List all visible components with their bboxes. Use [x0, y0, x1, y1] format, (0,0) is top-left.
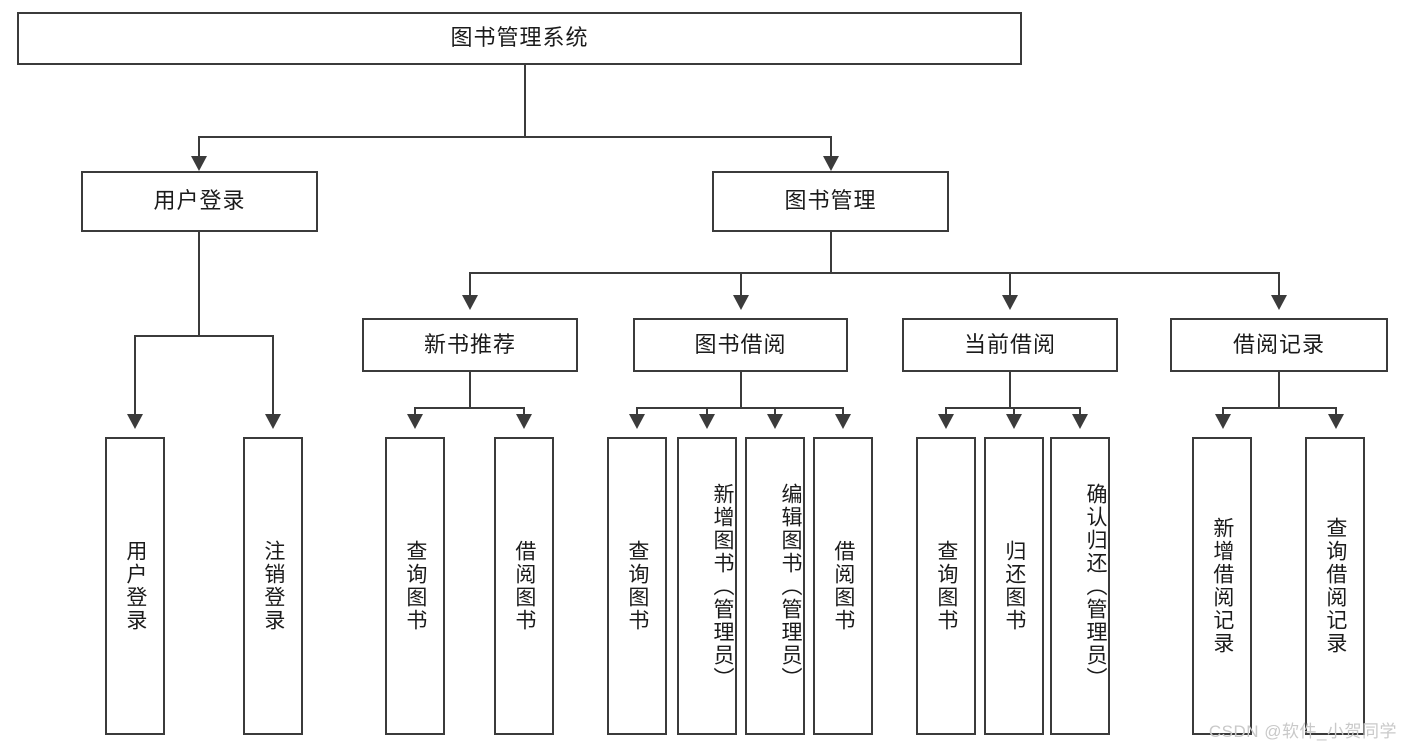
arrow-to-new-book-rec [462, 295, 478, 310]
edge-book-manage-to-current [1009, 272, 1011, 297]
node-leaf-confirm-return-admin[interactable]: 确认归还（管理员） [1050, 437, 1110, 735]
edge-currentborrow-to-leaf2 [1013, 407, 1015, 417]
node-label: 用户登录 [153, 188, 246, 214]
edge-bookborrow-to-leaf1 [636, 407, 638, 417]
node-leaf-query-book-current[interactable]: 查询图书 [916, 437, 976, 735]
node-label: 查询图书 [625, 540, 649, 632]
arrow-to-leaf-confirm-return [1072, 414, 1088, 429]
edge-borrowrecord-bus [1222, 407, 1336, 409]
edge-user-login-to-leaf1 [134, 335, 136, 417]
arrow-to-leaf-borrow-book-2 [835, 414, 851, 429]
node-label: 借阅图书 [512, 540, 536, 632]
edge-root-bus [198, 136, 831, 138]
node-label: 图书管理系统 [450, 25, 589, 51]
edge-newbook-bus [414, 407, 524, 409]
node-root-book-management-system[interactable]: 图书管理系统 [17, 12, 1022, 65]
edge-book-manage-bus [469, 272, 1280, 274]
arrow-to-leaf-add-record [1215, 414, 1231, 429]
edge-book-manage-to-newbook [469, 272, 471, 297]
node-borrow-record[interactable]: 借阅记录 [1170, 318, 1388, 372]
edge-bookborrow-bus [636, 407, 843, 409]
node-label: 新书推荐 [423, 331, 516, 357]
arrow-to-borrow-record [1271, 295, 1287, 310]
arrow-to-leaf-user-login [127, 414, 143, 429]
edge-newbook-to-leaf2 [523, 407, 525, 417]
edge-bookborrow-to-leaf2 [706, 407, 708, 417]
arrow-to-leaf-query-book-3 [938, 414, 954, 429]
node-label: 图书借阅 [694, 331, 787, 357]
node-label: 编辑图书（管理员） [779, 482, 802, 690]
edge-currentborrow-to-leaf1 [945, 407, 947, 417]
node-label: 新增借阅记录 [1210, 517, 1234, 655]
edge-newbook-trunk [469, 372, 471, 408]
node-new-book-recommendation[interactable]: 新书推荐 [362, 318, 578, 372]
edge-root-to-book-manage [830, 136, 832, 159]
arrow-to-leaf-query-book-1 [407, 414, 423, 429]
edge-book-manage-trunk [830, 232, 832, 273]
node-leaf-add-borrow-record[interactable]: 新增借阅记录 [1192, 437, 1252, 735]
node-leaf-edit-book-admin[interactable]: 编辑图书（管理员） [745, 437, 805, 735]
node-label: 当前借阅 [963, 331, 1056, 357]
edge-book-manage-to-record [1278, 272, 1280, 297]
arrow-to-current-borrow [1002, 295, 1018, 310]
node-current-borrow[interactable]: 当前借阅 [902, 318, 1118, 372]
node-leaf-logout-login[interactable]: 注销登录 [243, 437, 303, 735]
node-leaf-query-borrow-record[interactable]: 查询借阅记录 [1305, 437, 1365, 735]
arrow-to-book-borrow [733, 295, 749, 310]
node-label: 图书管理 [784, 188, 877, 214]
edge-root-to-user-login [198, 136, 200, 159]
arrow-to-leaf-query-record [1328, 414, 1344, 429]
node-label: 确认归还（管理员） [1084, 482, 1107, 690]
node-label: 新增图书（管理员） [711, 482, 734, 690]
node-label: 归还图书 [1002, 540, 1026, 632]
node-label: 用户登录 [123, 540, 147, 632]
watermark-text: CSDN @软件_小贺同学 [1208, 722, 1397, 741]
edge-user-login-trunk [198, 232, 200, 336]
edge-root-trunk [524, 65, 526, 137]
edge-book-manage-to-borrow [740, 272, 742, 297]
arrow-to-user-login [191, 156, 207, 171]
edge-bookborrow-to-leaf4 [842, 407, 844, 417]
edge-borrowrecord-trunk [1278, 372, 1280, 408]
edge-newbook-to-leaf1 [414, 407, 416, 417]
edge-currentborrow-to-leaf3 [1079, 407, 1081, 417]
arrow-to-book-manage [823, 156, 839, 171]
node-leaf-query-book-newrec[interactable]: 查询图书 [385, 437, 445, 735]
edge-bookborrow-trunk [740, 372, 742, 408]
node-leaf-borrow-book-borrow[interactable]: 借阅图书 [813, 437, 873, 735]
node-label: 查询图书 [403, 540, 427, 632]
node-leaf-query-book-borrow[interactable]: 查询图书 [607, 437, 667, 735]
edge-borrowrecord-to-leaf1 [1222, 407, 1224, 417]
node-leaf-return-book[interactable]: 归还图书 [984, 437, 1044, 735]
edge-user-login-bus [134, 335, 272, 337]
arrow-to-leaf-logout [265, 414, 281, 429]
edge-currentborrow-bus [945, 407, 1080, 409]
edge-bookborrow-to-leaf3 [774, 407, 776, 417]
arrow-to-leaf-query-book-2 [629, 414, 645, 429]
node-user-login[interactable]: 用户登录 [81, 171, 318, 232]
edge-borrowrecord-to-leaf2 [1335, 407, 1337, 417]
node-book-management[interactable]: 图书管理 [712, 171, 949, 232]
node-label: 借阅记录 [1232, 331, 1325, 357]
node-label: 查询借阅记录 [1323, 517, 1347, 655]
edge-currentborrow-trunk [1009, 372, 1011, 408]
node-label: 注销登录 [261, 540, 285, 632]
node-label: 查询图书 [934, 540, 958, 632]
node-book-borrow[interactable]: 图书借阅 [633, 318, 848, 372]
edge-user-login-to-leaf2 [272, 335, 274, 417]
arrow-to-leaf-edit-book [767, 414, 783, 429]
node-leaf-user-login[interactable]: 用户登录 [105, 437, 165, 735]
arrow-to-leaf-add-book [699, 414, 715, 429]
arrow-to-leaf-return-book [1006, 414, 1022, 429]
node-leaf-borrow-book-newrec[interactable]: 借阅图书 [494, 437, 554, 735]
node-leaf-add-book-admin[interactable]: 新增图书（管理员） [677, 437, 737, 735]
node-label: 借阅图书 [831, 540, 855, 632]
arrow-to-leaf-borrow-book-1 [516, 414, 532, 429]
